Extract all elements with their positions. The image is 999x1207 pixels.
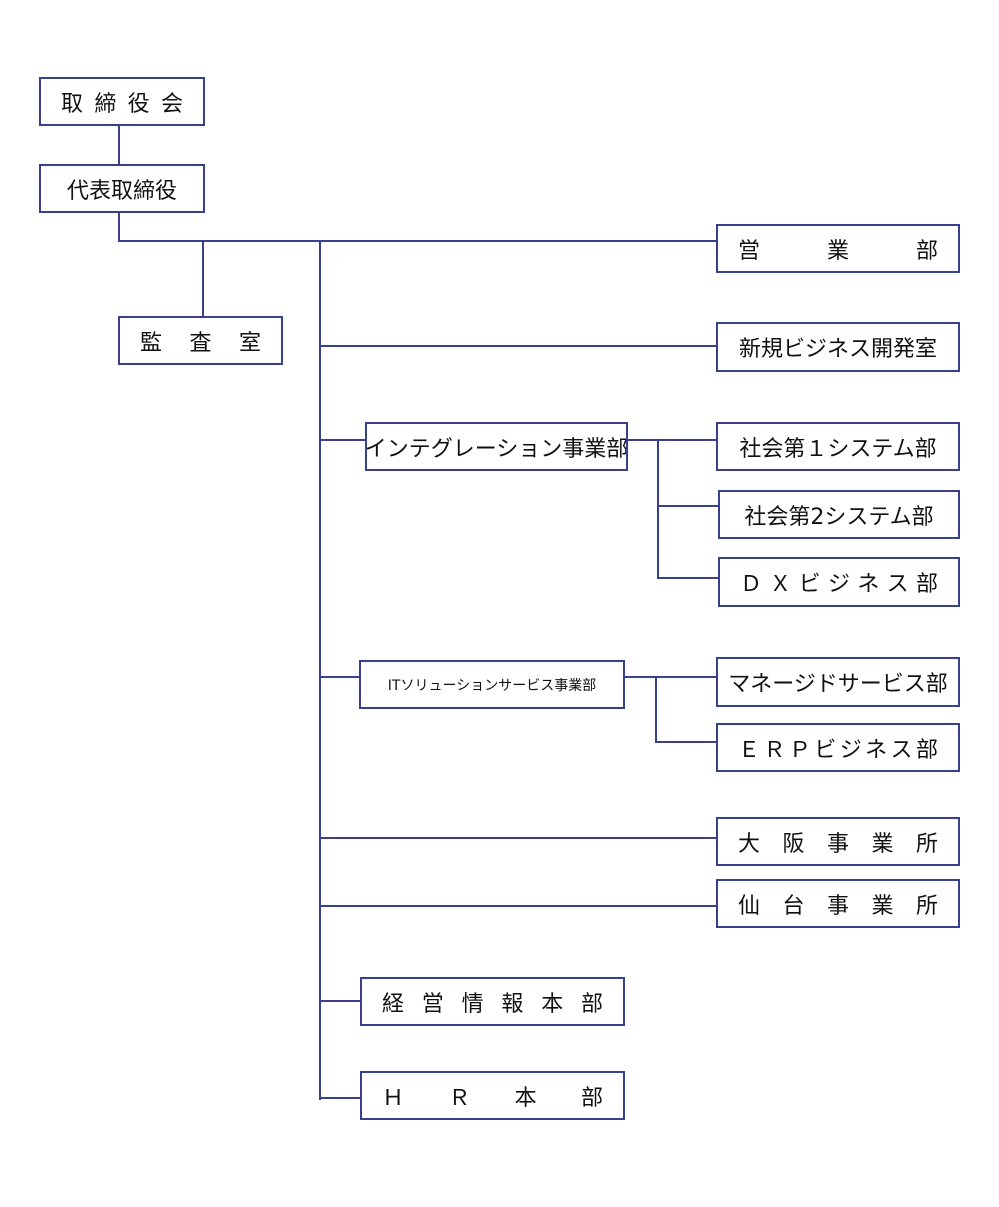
management-info-box: 経営情報本部 [360, 977, 625, 1026]
erp-label-char: 部 [915, 737, 938, 763]
social2-box: 社会第2システム部 [718, 490, 960, 539]
new-business-label: 新規ビジネス開発室 [738, 337, 937, 362]
board-label-char: 会 [160, 91, 183, 117]
connector-erp [655, 741, 717, 743]
osaka-box: 大阪事業所 [716, 817, 960, 866]
connector-it-solution-vertical [655, 676, 657, 743]
sales-label-char: 業 [826, 238, 849, 264]
board-label-char: 取 [61, 91, 84, 117]
social1-box: 社会第１システム部 [716, 422, 960, 471]
erp-label-char: Ｐ [788, 737, 811, 763]
erp-label-char: Ｒ [763, 737, 786, 763]
connector-audit [202, 240, 204, 316]
dx-label-char: ジ [827, 572, 850, 597]
osaka-label-char: 業 [871, 831, 894, 857]
connector-integration-out [626, 439, 718, 441]
sales-label-char: 営 [738, 238, 761, 264]
connector-integration-vertical [657, 439, 659, 579]
management-info-label-char: 経 [382, 991, 405, 1017]
management-info-label-char: 営 [421, 991, 444, 1017]
connector-dx [657, 577, 719, 579]
ceo-box: 代表取締役 [39, 164, 205, 213]
audit-box: 監査室 [118, 316, 283, 365]
erp-label-char: ビ [814, 737, 837, 763]
sendai-label-char: 台 [782, 893, 805, 919]
sendai-label-char: 業 [871, 893, 894, 919]
audit-label-char: 査 [189, 330, 212, 356]
dx-label-char: Ｘ [769, 572, 792, 597]
sendai-label-char: 仙 [738, 893, 761, 919]
dx-label-char: ネ [857, 572, 880, 597]
erp-label-char: ジ [839, 737, 862, 763]
sendai-label-char: 事 [826, 893, 849, 919]
osaka-label-char: 阪 [782, 831, 805, 857]
sendai-label-char: 所 [915, 893, 938, 919]
connector-board-ceo [118, 126, 120, 164]
hr-label-char: Ｈ [382, 1085, 405, 1111]
board-label-char: 役 [127, 91, 150, 117]
connector-ceo-down [118, 213, 120, 242]
managed-service-box: マネージドサービス部 [716, 657, 960, 707]
connector-integration [319, 439, 367, 441]
erp-label-char: ス [890, 737, 913, 763]
connector-management-info [319, 1000, 361, 1002]
social2-label: 社会第2システム部 [744, 504, 934, 530]
social1-label: 社会第１システム部 [739, 436, 937, 462]
hr-label-char: 部 [580, 1085, 603, 1111]
dx-label-char: ビ [798, 572, 821, 597]
ceo-label: 代表取締役 [66, 178, 177, 204]
audit-label-char: 室 [238, 330, 261, 356]
connector-social2 [657, 505, 719, 507]
managed-service-label: マネージドサービス部 [728, 672, 948, 697]
integration-label: インテグレーション事業部 [365, 436, 628, 462]
connector-it-solution [319, 676, 361, 678]
management-info-label-char: 本 [541, 991, 564, 1017]
sales-box: 営業部 [716, 224, 960, 273]
osaka-label-char: 事 [826, 831, 849, 857]
erp-label-char: ネ [865, 737, 888, 763]
sendai-box: 仙台事業所 [716, 879, 960, 928]
audit-label-char: 監 [140, 330, 163, 356]
board-label-char: 締 [94, 91, 117, 117]
hr-label-char: 本 [514, 1085, 537, 1111]
connector-new-business [319, 345, 718, 347]
board-box: 取締役会 [39, 77, 205, 126]
dx-label-char: ス [886, 572, 909, 597]
management-info-label-char: 報 [501, 991, 524, 1017]
management-info-label-char: 情 [461, 991, 484, 1017]
connector-hr [319, 1097, 361, 1099]
it-solution-label: ITソリューションサービス事業部 [387, 677, 597, 694]
erp-label-char: Ｅ [738, 737, 761, 763]
integration-box: インテグレーション事業部 [365, 422, 628, 471]
osaka-label-char: 所 [915, 831, 938, 857]
hr-label-char: Ｒ [448, 1085, 471, 1111]
it-solution-box: ITソリューションサービス事業部 [359, 660, 625, 709]
osaka-label-char: 大 [738, 831, 761, 857]
connector-sendai [319, 905, 718, 907]
connector-trunk [319, 240, 321, 1100]
connector-osaka [319, 837, 718, 839]
management-info-label-char: 部 [580, 991, 603, 1017]
sales-label-char: 部 [915, 238, 938, 264]
dx-label-char: Ｄ [740, 572, 763, 597]
new-business-box: 新規ビジネス開発室 [716, 322, 960, 372]
dx-label-char: 部 [915, 572, 938, 597]
connector-it-solution-out [624, 676, 717, 678]
connector-main-horizontal [118, 240, 718, 242]
